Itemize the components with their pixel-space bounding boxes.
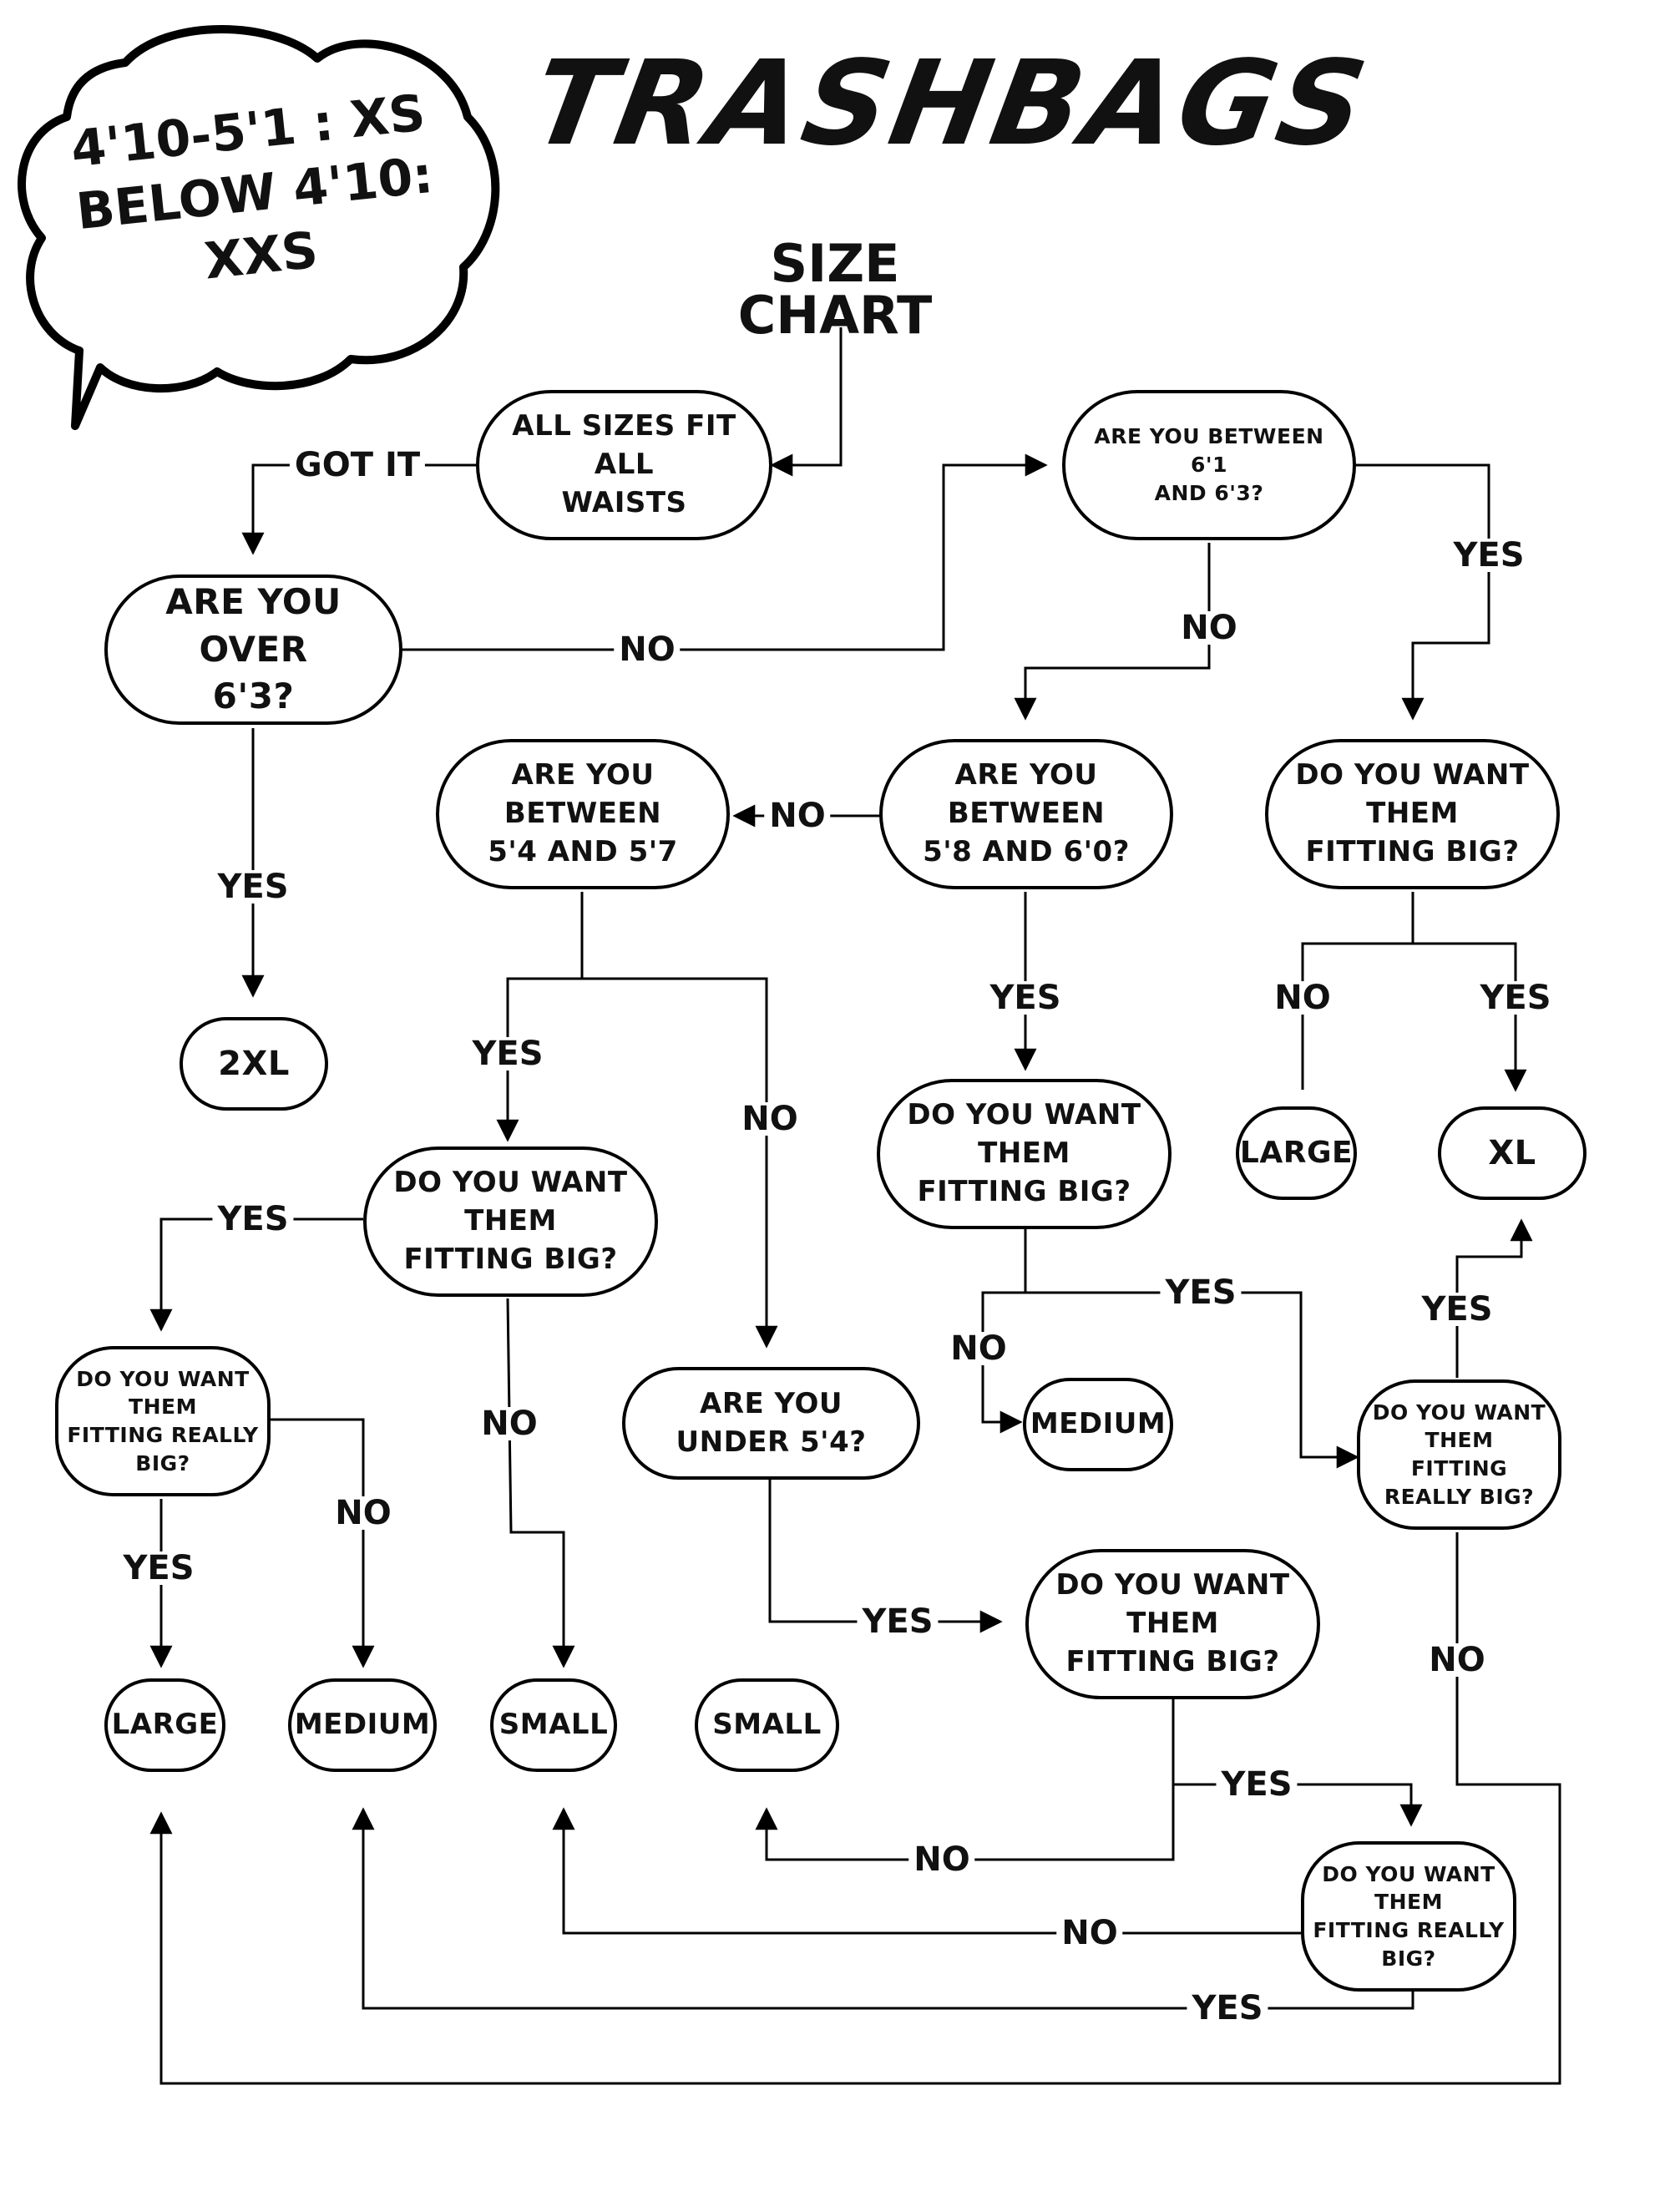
- label-reallyleft-yes: YES: [118, 1551, 200, 1585]
- edge-5457-no: [582, 977, 778, 1349]
- edge-shortbig-yes: [149, 1217, 363, 1332]
- label-reallyright-yes: YES: [1416, 1293, 1498, 1326]
- edge-reallybottom-yes: [352, 1807, 1414, 2010]
- label-reallybottom-yes: YES: [1187, 1992, 1268, 2025]
- label-under54-yes: YES: [857, 1605, 939, 1638]
- edge-title-to-fitall: [770, 327, 843, 477]
- speech-bubble: [18, 25, 500, 430]
- node-between-58-60: ARE YOU BETWEEN 5'8 AND 6'0?: [879, 739, 1173, 889]
- node-between-61-63: ARE YOU BETWEEN 6'1 AND 6'3?: [1062, 390, 1356, 540]
- label-underbig-yes: YES: [1216, 1768, 1298, 1801]
- label-midbig-no: NO: [945, 1332, 1012, 1365]
- label-reallyright-no: NO: [1424, 1643, 1490, 1677]
- edge-under54-yes: [768, 1480, 1003, 1633]
- result-xl: XL: [1438, 1106, 1586, 1200]
- node-tall-fitting-big: DO YOU WANT THEM FITTING BIG?: [1265, 739, 1560, 889]
- label-5457-yes: YES: [467, 1037, 549, 1071]
- node-bottom-fitting-really-big: DO YOU WANT THEM FITTING REALLY BIG?: [1301, 1841, 1516, 1992]
- chart-subtitle: SIZE CHART: [737, 233, 933, 346]
- label-over63-no: NO: [614, 633, 681, 666]
- label-shortbig-yes: YES: [212, 1202, 294, 1236]
- result-large-bottom: LARGE: [104, 1678, 225, 1772]
- label-underbig-no: NO: [908, 1843, 975, 1876]
- node-mid-fitting-big: DO YOU WANT THEM FITTING BIG?: [877, 1079, 1172, 1229]
- label-6163-yes: YES: [1448, 539, 1530, 572]
- label-got-it: GOT IT: [289, 448, 426, 482]
- label-shortbig-no: NO: [476, 1407, 543, 1440]
- label-5860-no: NO: [764, 799, 831, 833]
- result-large-top: LARGE: [1236, 1106, 1357, 1200]
- edge-reallyright-no: [149, 1532, 1561, 2085]
- label-tallbig-no: NO: [1269, 981, 1336, 1015]
- edge-shortbig-no: [506, 1298, 575, 1668]
- edge-underbig-yes: [1172, 1695, 1423, 1827]
- speech-bubble-outline: [18, 25, 500, 430]
- label-over63-yes: YES: [212, 870, 294, 904]
- result-small-a: SMALL: [490, 1678, 617, 1772]
- label-6163-no: NO: [1176, 611, 1242, 645]
- result-small-b: SMALL: [695, 1678, 839, 1772]
- edge-5457-split: [496, 892, 584, 1142]
- node-right-fitting-really-big: DO YOU WANT THEM FITTING REALLY BIG?: [1357, 1379, 1561, 1530]
- edge-reallybottom-no: [552, 1807, 1301, 1935]
- edge-midbig-split: [981, 1227, 1027, 1434]
- edge-tallbig-yes: [1413, 942, 1527, 1092]
- edge-6163-no: [1014, 543, 1211, 721]
- node-short-fitting-big: DO YOU WANT THEM FITTING BIG?: [363, 1146, 658, 1297]
- result-medium-mid: MEDIUM: [1023, 1378, 1173, 1471]
- label-5457-no: NO: [736, 1102, 803, 1136]
- node-over-63: ARE YOU OVER 6'3?: [104, 575, 402, 725]
- label-tallbig-yes: YES: [1475, 981, 1556, 1015]
- label-5860-yes: YES: [984, 981, 1066, 1015]
- edge-reallyleft-no: [266, 1418, 375, 1668]
- node-under-fitting-big: DO YOU WANT THEM FITTING BIG?: [1025, 1549, 1320, 1699]
- result-medium-bottom: MEDIUM: [288, 1678, 437, 1772]
- label-midbig-yes: YES: [1160, 1276, 1242, 1309]
- edge-tallbig-split: [1301, 892, 1414, 1090]
- edge-6163-yes: [1353, 463, 1490, 721]
- result-2xl: 2XL: [180, 1017, 328, 1111]
- label-reallyleft-no: NO: [330, 1496, 397, 1530]
- node-left-fitting-really-big: DO YOU WANT THEM FITTING REALLY BIG?: [55, 1346, 271, 1496]
- label-reallybottom-no: NO: [1056, 1916, 1123, 1950]
- node-between-54-57: ARE YOU BETWEEN 5'4 AND 5'7: [436, 739, 730, 889]
- node-fit-all: ALL SIZES FIT ALL WAISTS: [476, 390, 772, 540]
- node-under-54: ARE YOU UNDER 5'4?: [622, 1367, 920, 1480]
